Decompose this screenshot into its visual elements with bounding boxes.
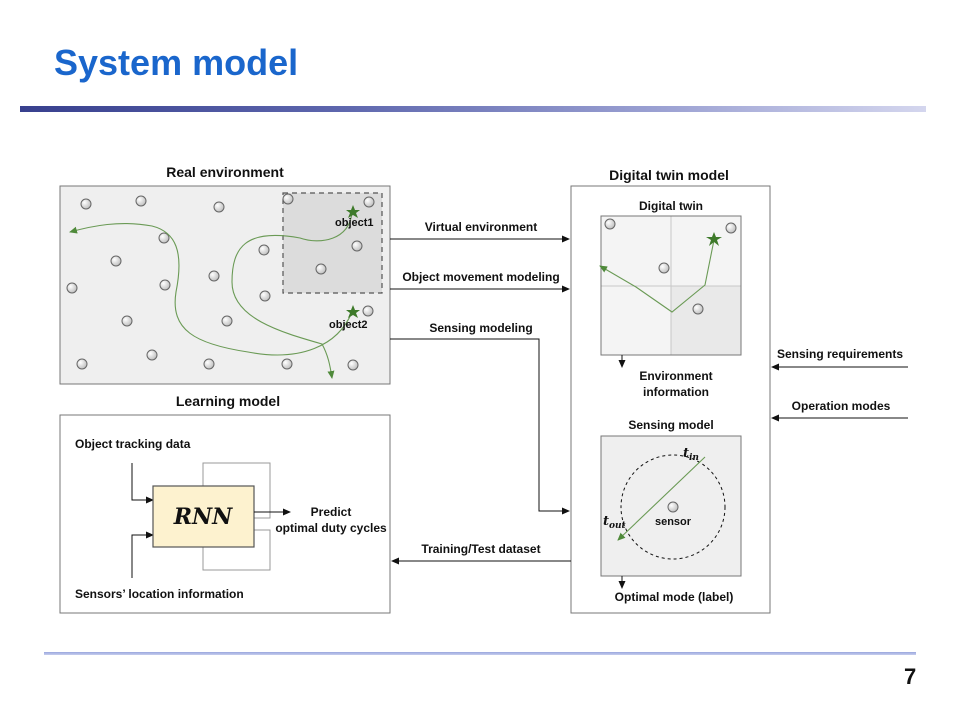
sensing-range-circle bbox=[620, 454, 726, 560]
object1-region bbox=[282, 192, 383, 294]
training-dataset-label: Training/Test dataset bbox=[421, 542, 540, 556]
t-in-label: tin bbox=[683, 446, 699, 463]
object2-trajectory bbox=[69, 222, 353, 356]
object1-trajectory bbox=[231, 211, 353, 379]
digital-twin-sensors bbox=[604, 218, 737, 315]
sensing-model-label: Sensing model bbox=[628, 418, 713, 432]
operation-modes-label: Operation modes bbox=[792, 399, 891, 413]
slide-title: System model bbox=[54, 42, 299, 83]
rnn-label: RNN bbox=[173, 504, 233, 530]
sensor-label: sensor bbox=[655, 516, 692, 528]
object-tracking-data-label: Object tracking data bbox=[75, 437, 191, 451]
optimal-mode-label: Optimal mode (label) bbox=[615, 590, 734, 604]
sensing-modeling-label: Sensing modeling bbox=[429, 321, 532, 335]
digital-twin-label: Digital twin bbox=[639, 199, 703, 213]
sensing-modeling-arrow bbox=[390, 338, 570, 515]
rnn-block bbox=[152, 485, 255, 548]
tracking-data-input-arrow bbox=[131, 463, 154, 504]
sensing-trajectory bbox=[617, 456, 706, 541]
real-environment-sensors bbox=[66, 193, 375, 371]
environment-info-line2: information bbox=[643, 385, 709, 399]
predict-label-line2: optimal duty cycles bbox=[275, 521, 387, 535]
sensor-node bbox=[667, 501, 679, 513]
virtual-environment-label: Virtual environment bbox=[425, 220, 537, 234]
object2-label: object2 bbox=[329, 319, 368, 331]
learning-model-title: Learning model bbox=[176, 393, 280, 409]
object-movement-label: Object movement modeling bbox=[402, 270, 559, 284]
rnn-recurrent-loop bbox=[202, 462, 271, 519]
predict-label-line1: Predict bbox=[311, 505, 352, 519]
digital-twin-trajectory bbox=[599, 239, 715, 313]
sensing-requirements-label: Sensing requirements bbox=[777, 347, 903, 361]
object1-label: object1 bbox=[335, 217, 374, 229]
sensors-location-label: Sensors’ location information bbox=[75, 587, 244, 601]
location-input-arrow bbox=[131, 531, 154, 578]
t-out-label: tout bbox=[603, 514, 627, 531]
footer-divider bbox=[44, 652, 916, 655]
object2-star-icon bbox=[346, 305, 360, 318]
digital-twin-model-title: Digital twin model bbox=[609, 167, 729, 183]
rnn-recurrent-loop-lower bbox=[202, 529, 271, 571]
real-environment-title: Real environment bbox=[166, 164, 284, 180]
digital-twin-highlight-cell bbox=[671, 286, 741, 355]
title-divider bbox=[20, 106, 926, 112]
environment-info-line1: Environment bbox=[639, 369, 712, 383]
digital-twin-star-icon bbox=[706, 232, 722, 246]
object1-star-icon bbox=[346, 205, 360, 218]
page-number: 7 bbox=[904, 664, 917, 689]
